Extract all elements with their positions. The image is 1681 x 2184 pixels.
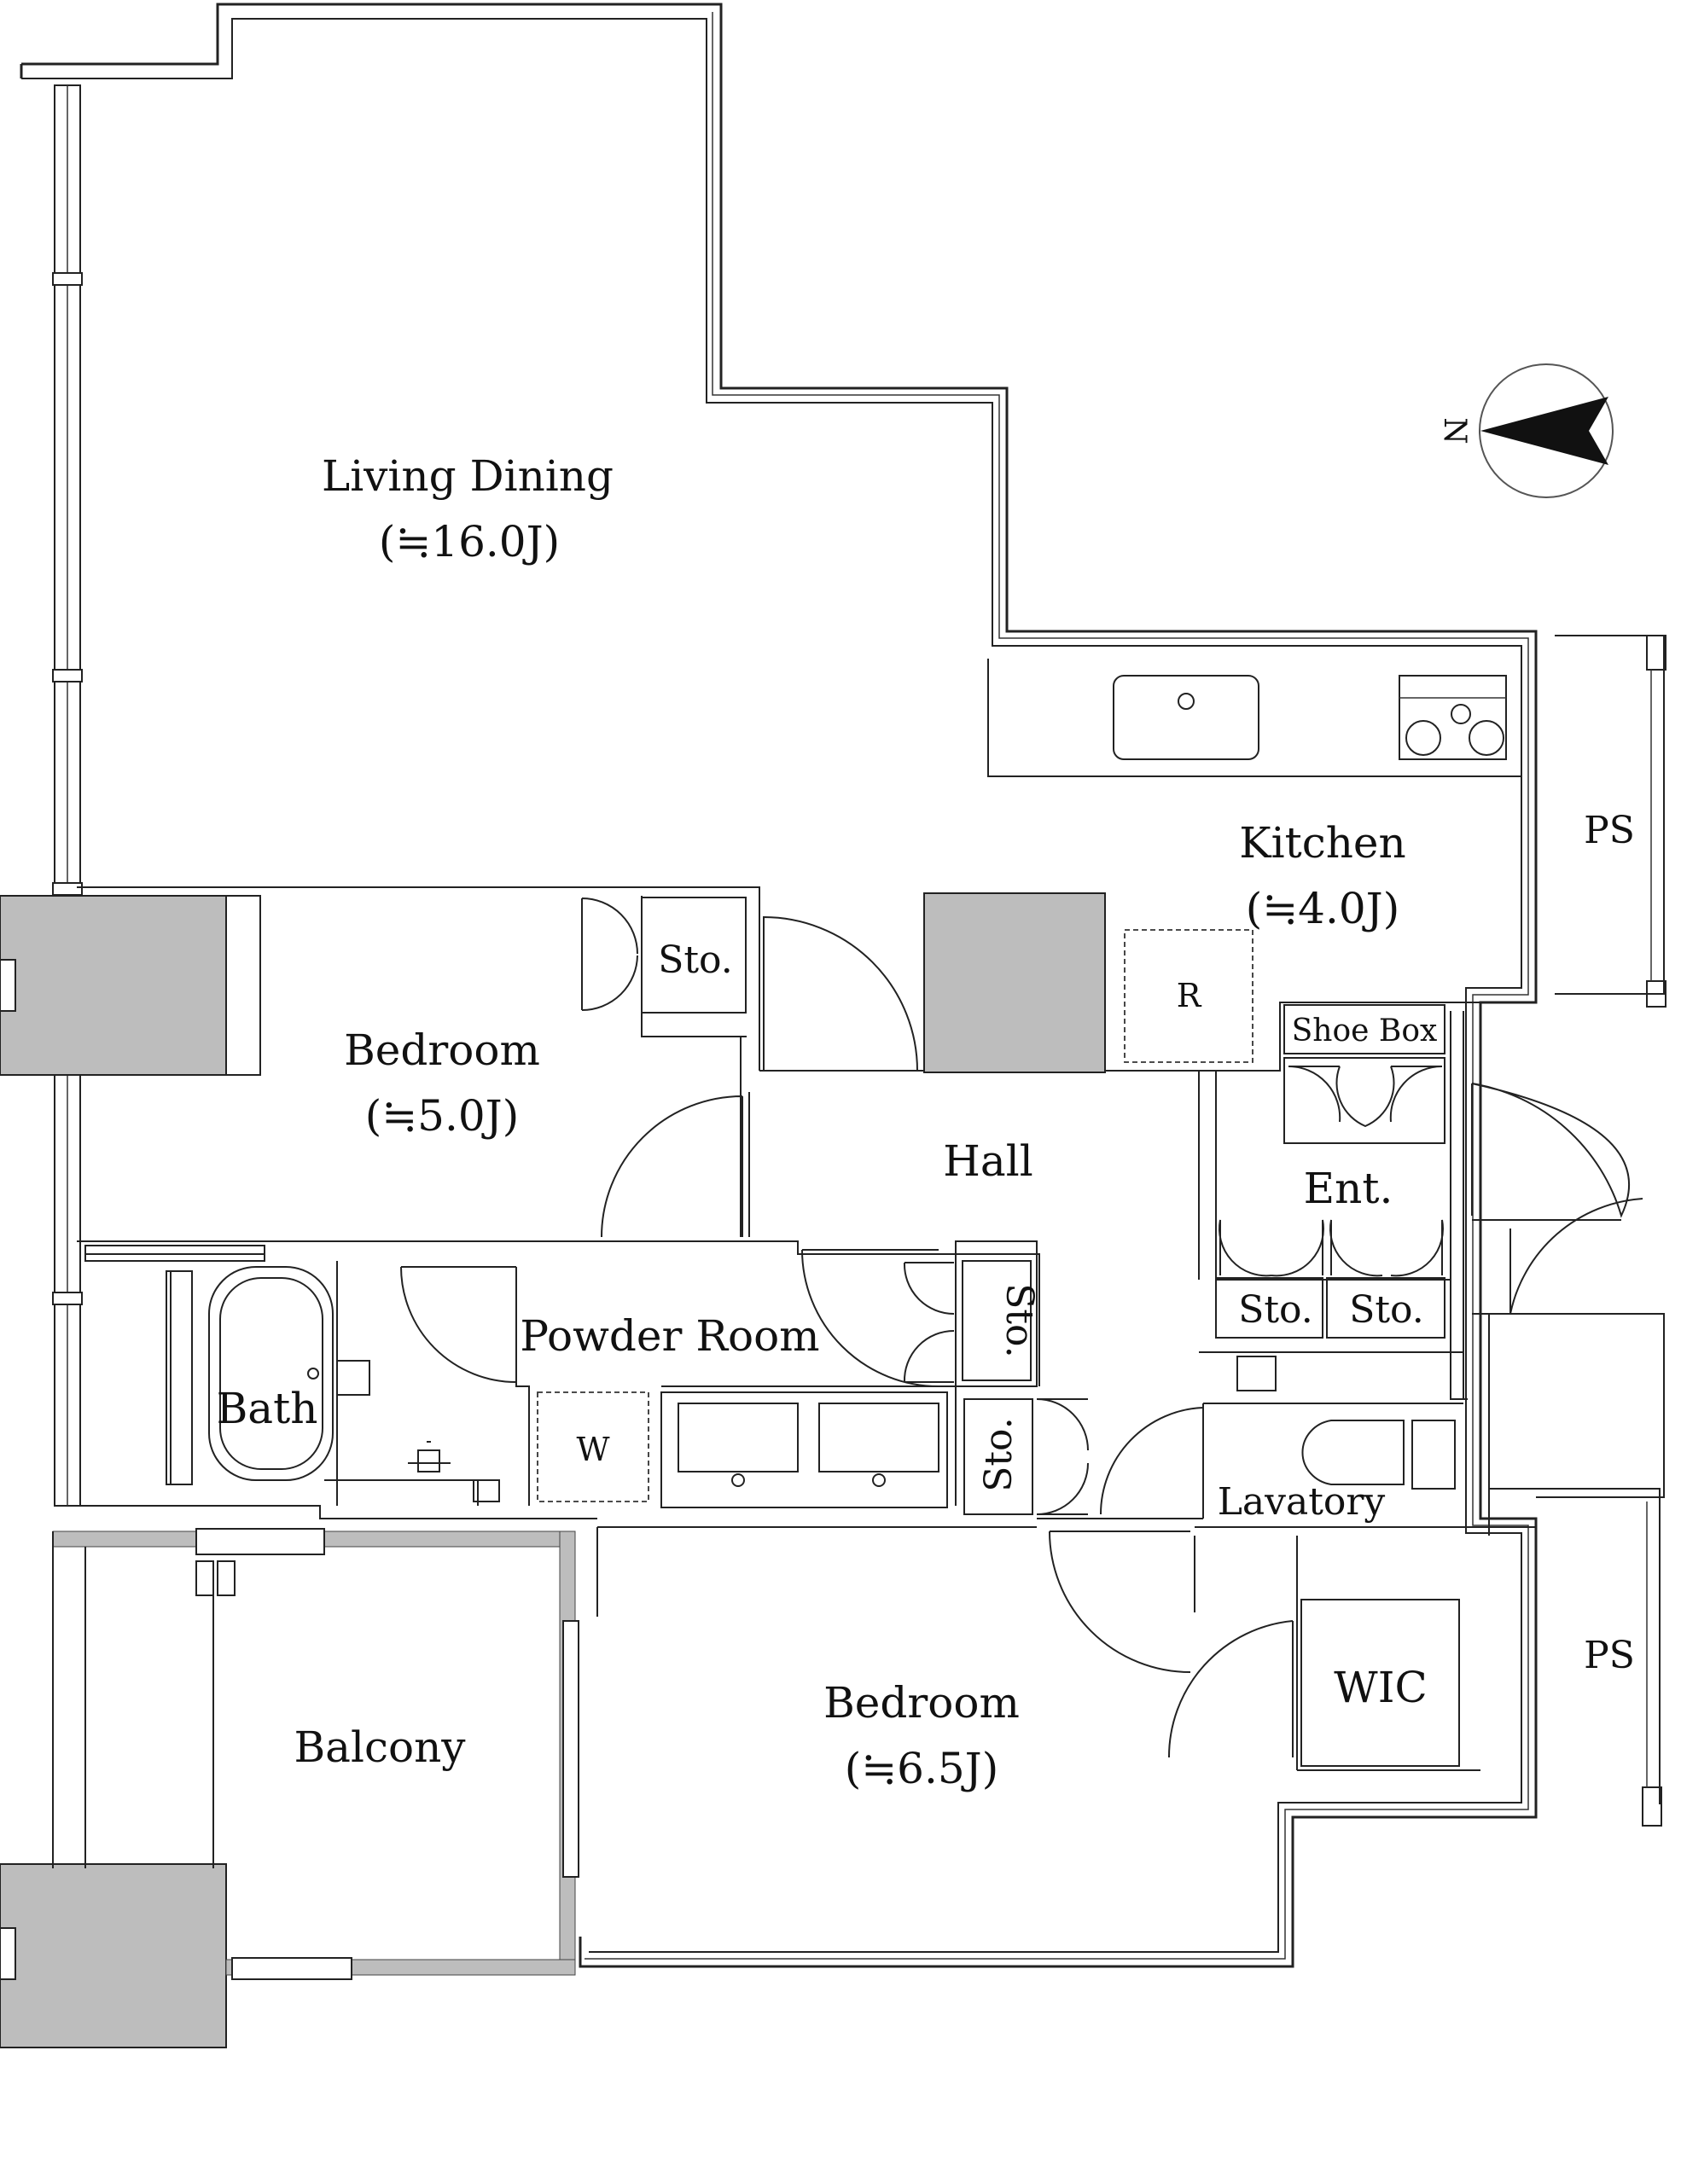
column-center	[923, 892, 1106, 1073]
room-kitchen-name: Kitchen	[1239, 818, 1405, 868]
column-left-lower	[0, 1863, 227, 2048]
compass-north-label: N	[1437, 417, 1472, 444]
room-shoe-box-name: Shoe Box	[1292, 1014, 1438, 1048]
washer-space	[537, 1391, 649, 1502]
storage-entrance-right-label: Sto.	[1349, 1288, 1424, 1332]
room-bedroom-2-area: (≒6.5J)	[845, 1744, 998, 1793]
storage-bedroom-label: Sto.	[658, 938, 733, 982]
room-bedroom-1-area: (≒5.0J)	[365, 1091, 519, 1141]
doors	[400, 897, 1643, 1758]
left-window-wall	[52, 84, 83, 1507]
room-wic-name: WIC	[1334, 1663, 1427, 1712]
cooktop	[1399, 675, 1507, 760]
refrigerator-label: R	[1177, 977, 1202, 1014]
outer-wall	[20, 3, 1538, 1968]
room-labels: Living Dining (≒16.0J) Kitchen (≒4.0J) B…	[217, 451, 1635, 1793]
room-bedroom-1-name: Bedroom	[344, 1025, 540, 1075]
room-balcony-name: Balcony	[294, 1722, 466, 1772]
storage-entrance-left-label: Sto.	[1238, 1288, 1313, 1332]
compass: N	[1437, 363, 1614, 498]
kitchen-sink	[1113, 675, 1259, 760]
room-ps-lower-name: PS	[1584, 1634, 1635, 1677]
kitchen-counter	[987, 659, 1521, 777]
room-powder-room-name: Powder Room	[520, 1311, 819, 1361]
room-lavatory-name: Lavatory	[1218, 1480, 1386, 1524]
refrigerator-space	[1124, 929, 1253, 1063]
bathtub	[208, 1266, 334, 1481]
interior-walls	[52, 886, 1665, 1980]
room-hall-name: Hall	[943, 1136, 1032, 1186]
room-bath-name: Bath	[217, 1384, 318, 1433]
column-left-upper	[0, 895, 227, 1076]
room-kitchen-area: (≒4.0J)	[1246, 884, 1399, 933]
room-living-dining-area: (≒16.0J)	[379, 517, 560, 566]
room-living-dining-name: Living Dining	[322, 451, 614, 501]
washer-label: W	[576, 1431, 609, 1468]
ps-upper-shaft	[1555, 635, 1666, 1008]
fixture-labels: R W Sto. Sto. Sto. Sto. Sto.	[576, 938, 1423, 1492]
room-ps-upper-name: PS	[1584, 809, 1635, 852]
room-entrance-name: Ent.	[1304, 1164, 1393, 1213]
storage-powder-label: Sto.	[977, 1417, 1021, 1492]
room-bedroom-2-name: Bedroom	[823, 1678, 1020, 1728]
storage-hall-label: Sto.	[998, 1283, 1041, 1358]
